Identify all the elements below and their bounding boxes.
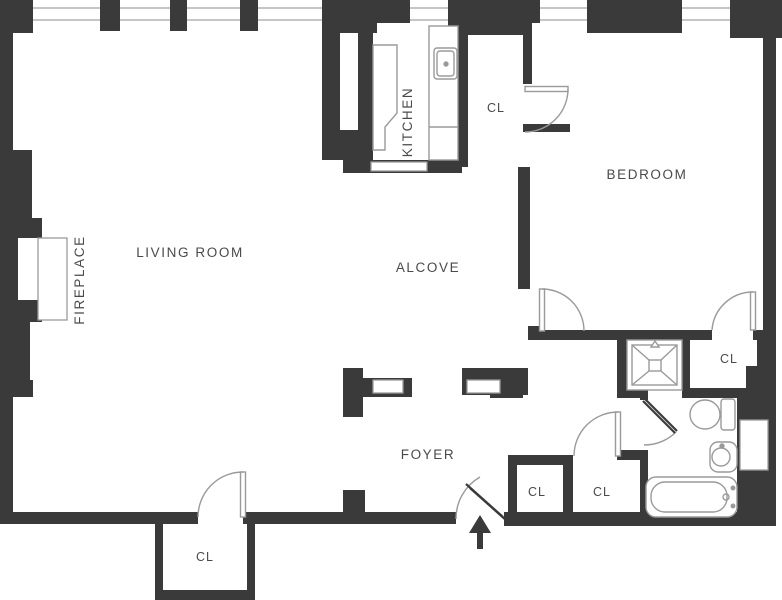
- bathtub-tap-cold: [730, 503, 736, 509]
- closet-bedroom-door-swing: [711, 291, 754, 331]
- kitchen-label: KITCHEN: [400, 87, 415, 157]
- kitchen-sink-basin: [436, 50, 455, 77]
- fireplace-hearth: [37, 237, 68, 321]
- bathroom-door-swing: [643, 431, 677, 446]
- closet-hall-2-label: CL: [593, 485, 611, 499]
- closet-hall-door-swing: [573, 411, 619, 457]
- shower-pan-lines: [631, 344, 678, 386]
- fixtures: [372, 25, 738, 518]
- cased-opening-living-foyer: [372, 379, 404, 394]
- closet-living-label: CL: [196, 550, 214, 564]
- bedroom-door-swing: [541, 288, 585, 332]
- kitchen-sink: [433, 47, 458, 80]
- shower-head-marker: [649, 339, 661, 348]
- closet-top-door-leaf: [524, 85, 569, 93]
- bedroom-label: BEDROOM: [607, 167, 688, 182]
- wall-niche: [739, 419, 769, 471]
- closet-hall-1-label: CL: [528, 485, 546, 499]
- living-room-label: LIVING ROOM: [136, 245, 244, 260]
- window-glyphs: [33, 7, 730, 21]
- toilet-tank: [720, 398, 736, 431]
- dark-door-leaves: [465, 398, 678, 522]
- bedroom-door-leaf: [538, 288, 546, 332]
- window-openings: [33, 0, 730, 23]
- entry-arrow-icon: [469, 515, 491, 549]
- closet-bedroom-label: CL: [720, 352, 738, 366]
- bathroom-sink-faucet: [719, 443, 725, 449]
- bathroom-door-leaf: [642, 398, 678, 434]
- doors: [197, 85, 757, 520]
- closet-living-door-swing: [197, 471, 244, 518]
- kitchen-faucet: [443, 61, 449, 67]
- closet-bedroom-door-leaf: [749, 291, 757, 331]
- room-labels: LIVING ROOM ALCOVE BEDROOM FOYER KITCHEN…: [72, 87, 738, 564]
- kitchen-counter-right: [428, 25, 459, 161]
- bathtub-inner: [650, 481, 728, 513]
- entry-door-swing: [455, 476, 481, 520]
- cased-opening-kitchen: [370, 161, 428, 172]
- bathtub-tap-hot: [730, 485, 736, 491]
- entry-door-leaf: [465, 483, 508, 522]
- shower-drain: [648, 359, 662, 372]
- closet-top-label: CL: [487, 101, 505, 115]
- closet-living-door-leaf: [239, 471, 247, 518]
- closet-top-door-swing: [524, 88, 569, 133]
- closet-hall-door-leaf: [614, 411, 622, 457]
- cased-opening-alcove-foyer: [466, 379, 501, 394]
- foyer-label: FOYER: [401, 447, 456, 462]
- toilet-bowl: [689, 399, 721, 430]
- alcove-label: ALCOVE: [396, 260, 460, 275]
- wall-insets: [37, 161, 769, 471]
- bathtub: [645, 476, 738, 518]
- bathtub-drain: [722, 493, 730, 501]
- kitchen-counter-left: [372, 44, 398, 151]
- fireplace-label: FIREPLACE: [72, 235, 87, 324]
